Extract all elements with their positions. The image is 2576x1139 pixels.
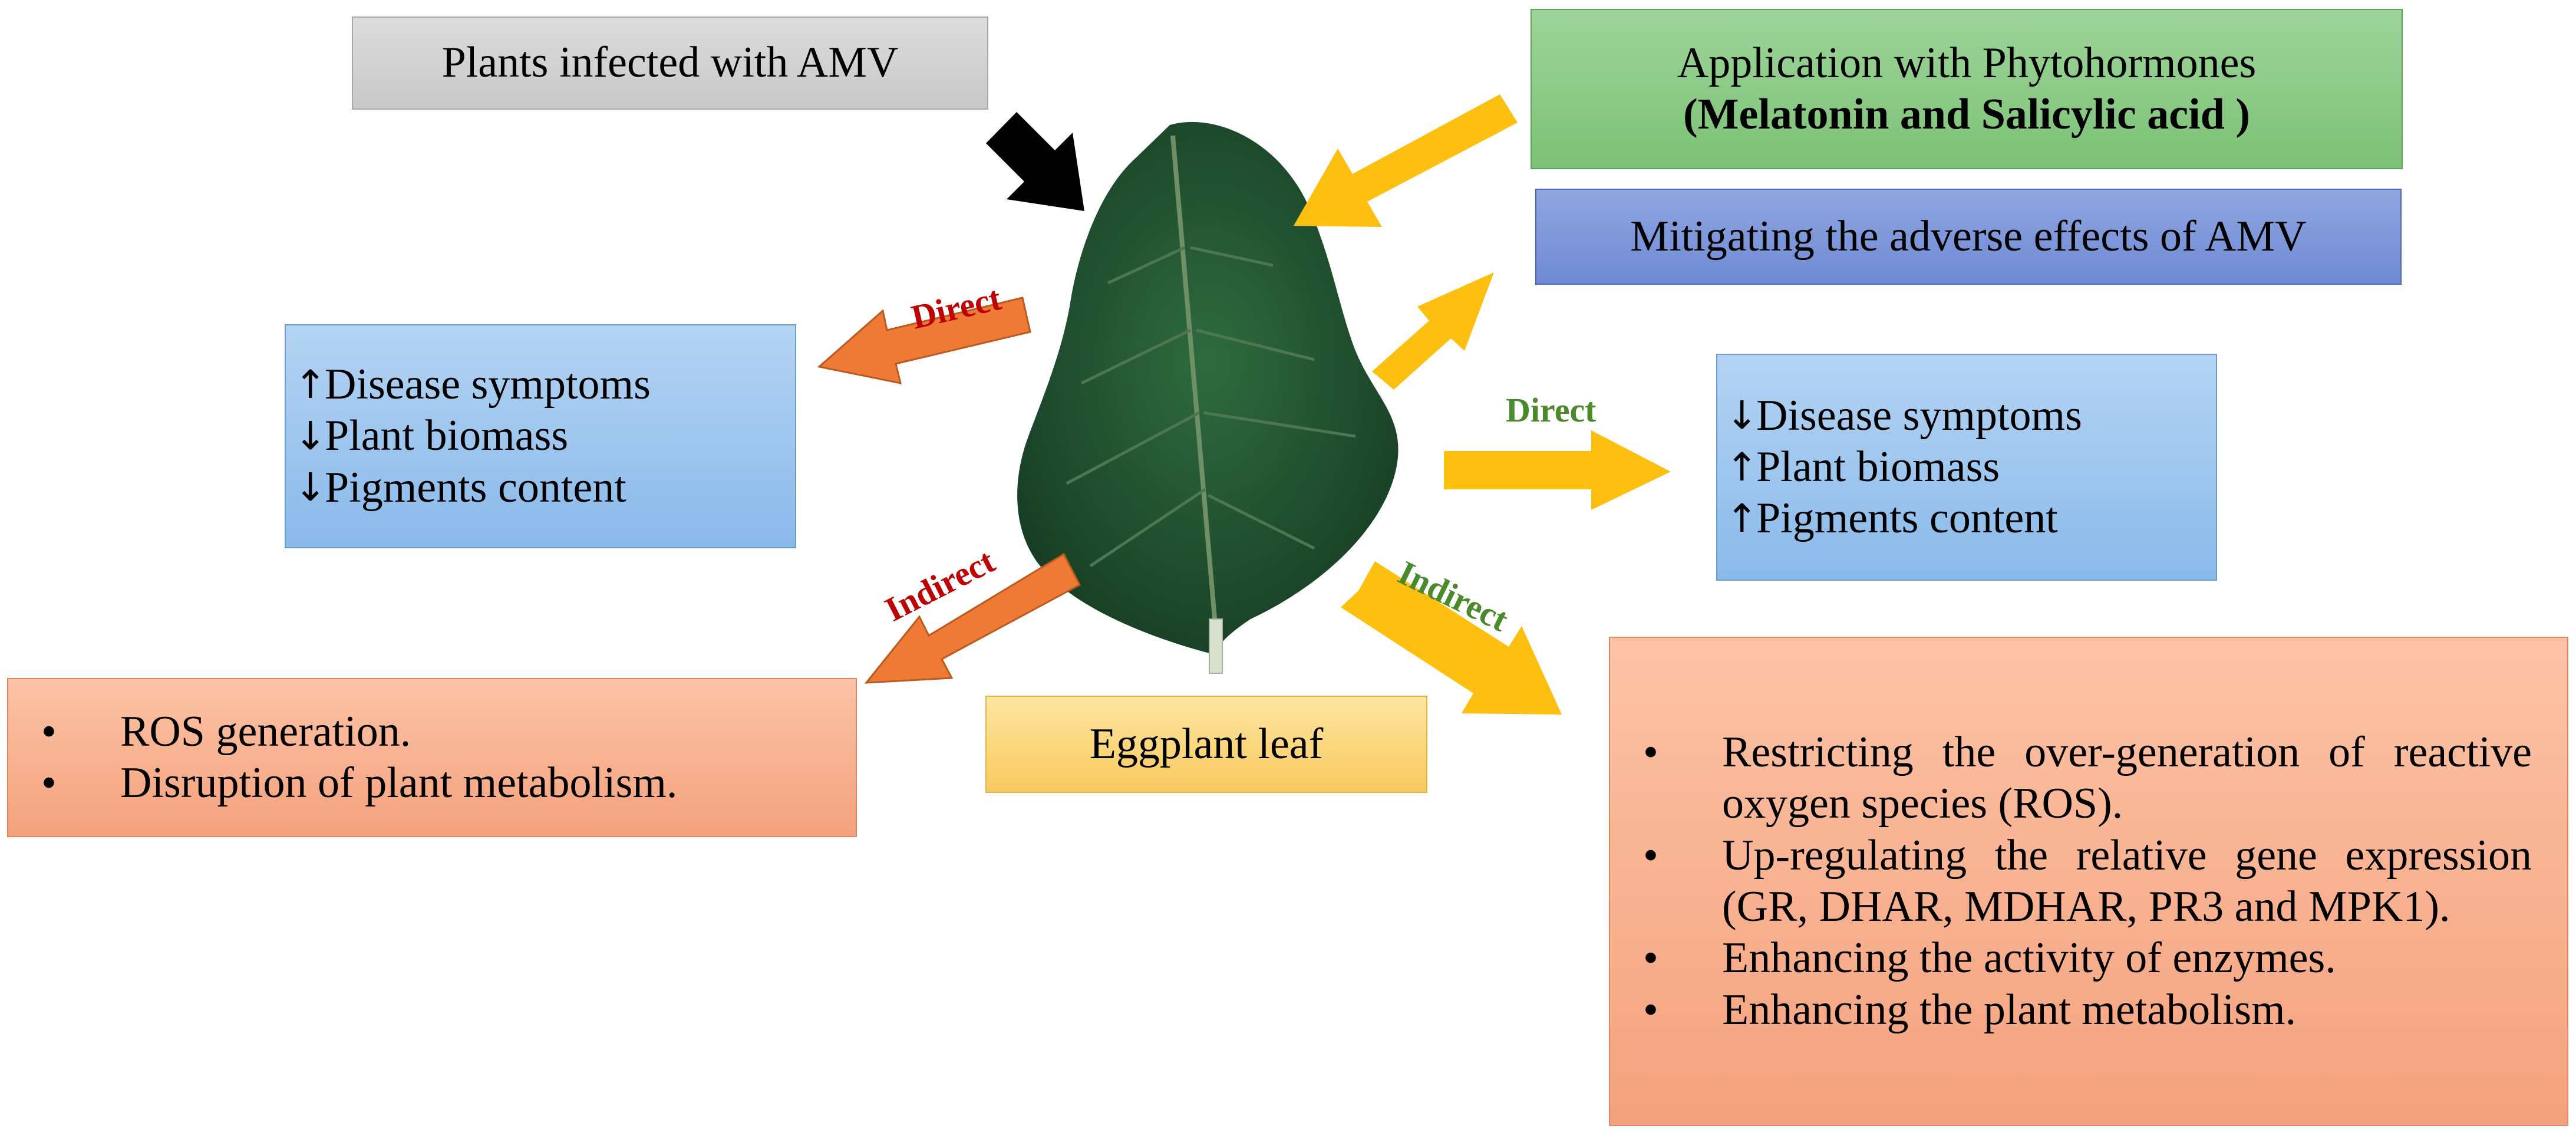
list-item: ROS generation. xyxy=(8,706,856,758)
effect-row-pigments: ↑Pigments content xyxy=(1726,494,2058,543)
effect-row-disease: ↑Disease symptoms xyxy=(294,360,651,409)
infected-indirect-effects-box: ROS generation. Disruption of plant meta… xyxy=(7,678,857,837)
treated-direct-effects-box: ↓Disease symptoms ↑Plant biomass ↑Pigmen… xyxy=(1716,354,2217,581)
eggplant-leaf-text: Eggplant leaf xyxy=(1089,719,1324,768)
label-treated-direct: Direct xyxy=(1506,391,1597,429)
effect-row-biomass: ↑Plant biomass xyxy=(1726,442,2000,491)
infected-plants-box: Plants infected with AMV xyxy=(352,17,988,110)
list-item: Enhancing the plant metabolism. xyxy=(1610,985,2532,1036)
eggplant-leaf-image xyxy=(1017,121,1399,674)
treated-indirect-effects-box: Restricting the over-generation of react… xyxy=(1609,637,2568,1126)
application-box: Application with Phytohormones (Melatoni… xyxy=(1531,9,2403,169)
treated-indirect-list: Restricting the over-generation of react… xyxy=(1610,727,2532,1036)
effect-row-disease: ↓Disease symptoms xyxy=(1726,391,2082,440)
effect-row-pigments: ↓Pigments content xyxy=(294,463,626,512)
arrow-up-icon: ↑ xyxy=(1726,444,1759,490)
arrow-up-icon: ↑ xyxy=(1726,495,1759,541)
arrow-down-icon: ↓ xyxy=(294,413,327,459)
arrow-up-icon: ↑ xyxy=(294,361,327,407)
mitigating-box: Mitigating the adverse effects of AMV xyxy=(1535,189,2402,285)
black-arrow xyxy=(986,112,1084,211)
yellow-arrow-mitigating xyxy=(1372,272,1494,390)
list-item: Disruption of plant metabolism. xyxy=(8,758,856,809)
orange-arrow-direct xyxy=(817,297,1031,384)
infected-indirect-list: ROS generation. Disruption of plant meta… xyxy=(8,706,856,809)
mitigating-text: Mitigating the adverse effects of AMV xyxy=(1630,212,2307,261)
yellow-arrow-direct xyxy=(1444,430,1671,510)
list-item: Enhancing the activity of enzymes. xyxy=(1610,933,2532,985)
list-item: Up-regulating the relative gene expressi… xyxy=(1610,830,2532,933)
application-line2: (Melatonin and Salicylic acid ) xyxy=(1683,90,2250,139)
orange-arrow-indirect xyxy=(864,552,1081,684)
yellow-arrow-application xyxy=(1294,94,1518,227)
list-item: Restricting the over-generation of react… xyxy=(1610,727,2532,830)
infected-plants-text: Plants infected with AMV xyxy=(441,38,899,87)
eggplant-leaf-label: Eggplant leaf xyxy=(985,696,1427,793)
arrow-down-icon: ↓ xyxy=(294,465,327,511)
arrow-down-icon: ↓ xyxy=(1726,393,1759,439)
yellow-arrow-indirect xyxy=(1341,561,1562,715)
effect-row-biomass: ↓Plant biomass xyxy=(294,412,569,460)
application-line1: Application with Phytohormones xyxy=(1677,38,2257,87)
infected-direct-effects-box: ↑Disease symptoms ↓Plant biomass ↓Pigmen… xyxy=(285,324,796,548)
